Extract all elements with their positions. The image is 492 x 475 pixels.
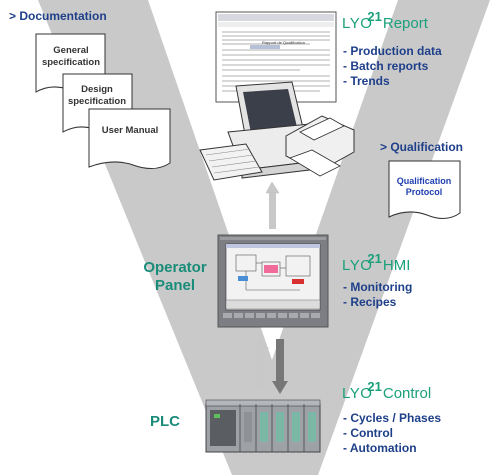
control-item: - Automation (343, 441, 417, 455)
control-brand: LYO (342, 385, 373, 402)
doc-user-manual: User Manual (101, 125, 159, 136)
control-title: LYO21Control (342, 379, 432, 402)
qualification-doc-icon (388, 160, 461, 219)
hmi-suffix: HMI (382, 257, 411, 274)
report-suffix: Report (382, 15, 428, 32)
report-item: - Production data (343, 44, 442, 58)
report-brand: LYO (342, 15, 373, 32)
arrow-up-hmi-to-report (265, 181, 280, 229)
arrow-up-plc-to-hmi (253, 337, 269, 389)
report-item: - Trends (343, 74, 390, 88)
report-superscript: 21 (367, 9, 382, 24)
qualification-protocol-label: Qualification Protocol (396, 176, 452, 197)
hmi-item: - Recipes (343, 295, 397, 309)
doc-design-specification: Design specification (67, 84, 127, 107)
report-title: LYO21Report (342, 9, 428, 32)
plc-label: PLC (150, 413, 180, 430)
documentation-stack-icon (35, 33, 171, 169)
control-suffix: Control (382, 385, 432, 402)
report-item: - Batch reports (343, 59, 429, 73)
hmi-brand: LYO (342, 257, 373, 274)
operator-panel-icon (217, 234, 329, 328)
control-item: - Cycles / Phases (343, 411, 442, 425)
documentation-header: > Documentation (9, 9, 107, 23)
hmi-superscript: 21 (367, 251, 382, 266)
arrow-down-hmi-to-plc (272, 339, 288, 394)
operator-panel-label: Operator Panel (143, 259, 207, 294)
qualification-header: > Qualification (380, 140, 464, 154)
plc-rack-icon (205, 399, 321, 453)
report-screen-title: Rapport de Qualification (262, 40, 305, 45)
control-list: - Cycles / Phases - Control - Automation (343, 411, 441, 456)
control-superscript: 21 (367, 379, 382, 394)
doc-general-specification: General specification (41, 45, 101, 68)
control-item: - Control (343, 426, 393, 440)
report-list: - Production data - Batch reports - Tren… (343, 44, 442, 89)
hmi-title: LYO21HMI (342, 251, 411, 274)
hmi-item: - Monitoring (343, 280, 413, 294)
hmi-list: - Monitoring - Recipes (343, 280, 412, 310)
report-computer-icon (199, 11, 355, 181)
